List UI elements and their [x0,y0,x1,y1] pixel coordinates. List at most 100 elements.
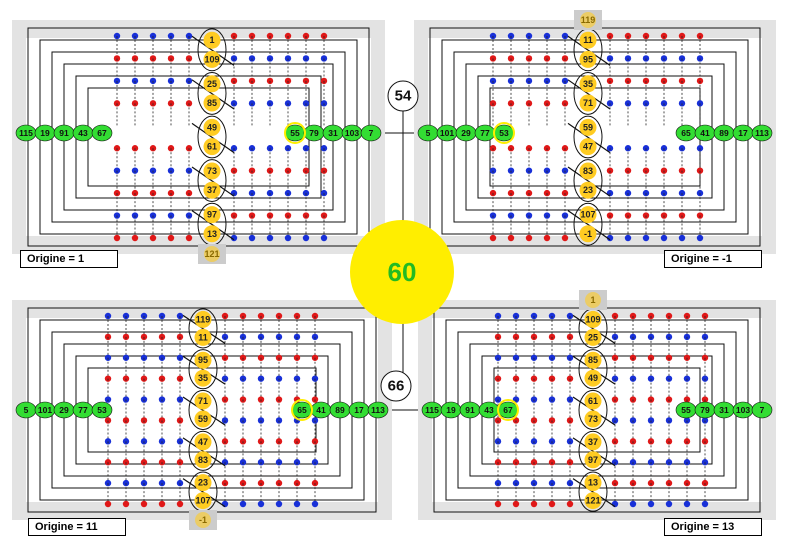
dot [131,234,139,242]
dot [629,479,637,487]
center-value: 60 [388,257,417,287]
dot [176,479,184,487]
yellow-node [203,118,221,136]
dot [512,438,520,445]
dot [561,234,569,242]
yellow-node [203,138,221,156]
yellow-node [584,410,602,428]
dot [104,438,112,445]
dot [158,333,166,341]
dot [257,500,265,508]
yellow-node [579,225,597,243]
dot [239,438,247,445]
green-node [91,401,113,419]
yellow-group-oval [578,349,608,390]
dot [629,333,637,341]
green-node-label: 41 [316,405,326,415]
yellow-node-label: 61 [588,396,598,406]
green-node-label: 65 [297,405,307,415]
yellow-node-label: 85 [207,98,217,108]
yellow-node-label: 109 [204,54,219,64]
dot [494,479,502,487]
dot [543,234,551,242]
yellow-end-node [585,292,601,308]
yellow-group-oval [578,389,608,431]
origin-label-4: Origine = 13 [664,518,762,536]
dot [140,375,148,382]
dot [122,479,130,487]
dot [611,375,619,382]
yellow-end-label: 1 [590,295,595,305]
yellow-node-label: 95 [198,355,208,365]
dot [104,375,112,382]
dot [140,438,148,445]
dot [665,500,673,508]
green-node-label: 17 [738,128,748,138]
yellow-node [584,369,602,387]
dot [701,438,709,445]
green-node-label: 5 [426,128,431,138]
yellow-node-label: 109 [585,314,600,324]
yellow-group-oval [197,159,227,203]
green-node-label: 19 [446,405,456,415]
dot [176,500,184,508]
yellow-node [584,492,602,510]
green-node-label: 55 [290,128,300,138]
yellow-group-oval [578,430,608,471]
dot [239,333,247,341]
dot [140,333,148,341]
yellow-node [579,138,597,156]
yellow-node [584,474,602,492]
origin-label-2: Origine = -1 [664,250,762,268]
dot [140,500,148,508]
yellow-node [584,351,602,369]
yellow-group-oval [573,202,603,246]
dot [176,375,184,382]
dot [611,479,619,487]
green-node-label: 29 [59,405,69,415]
green-node-label: 77 [480,128,490,138]
green-node-label: 103 [736,405,750,415]
yellow-node [584,433,602,451]
yellow-node [194,410,212,428]
dot [548,479,556,487]
dot [611,333,619,341]
yellow-end-node [195,512,211,528]
dot [275,333,283,341]
dot [320,234,328,242]
yellow-node-label: 13 [588,478,598,488]
dot [647,500,655,508]
yellow-node [194,369,212,387]
green-node-label: 113 [755,128,769,138]
dot [683,375,691,382]
dot [275,375,283,382]
yellow-node [579,75,597,93]
yellow-node [579,31,597,49]
dot [701,500,709,508]
dot [122,500,130,508]
yellow-node [203,181,221,199]
highlight-ring [291,399,313,421]
arrow-line [191,166,235,197]
yellow-node [579,162,597,180]
yellow-node [194,328,212,346]
dot [158,500,166,508]
yellow-node-label: 59 [198,414,208,424]
dot [647,375,655,382]
yellow-node [579,206,597,224]
green-node-label: 43 [78,128,88,138]
dot [176,438,184,445]
yellow-node [194,433,212,451]
yellow-group-oval [188,389,218,431]
yellow-node-label: 35 [583,79,593,89]
dot [530,479,538,487]
dot [494,333,502,341]
arrow-line [191,79,235,110]
green-node-label: 19 [40,128,50,138]
yellow-node-label: 25 [207,79,217,89]
yellow-node-label: 13 [207,229,217,239]
dot [647,479,655,487]
dot [665,479,673,487]
